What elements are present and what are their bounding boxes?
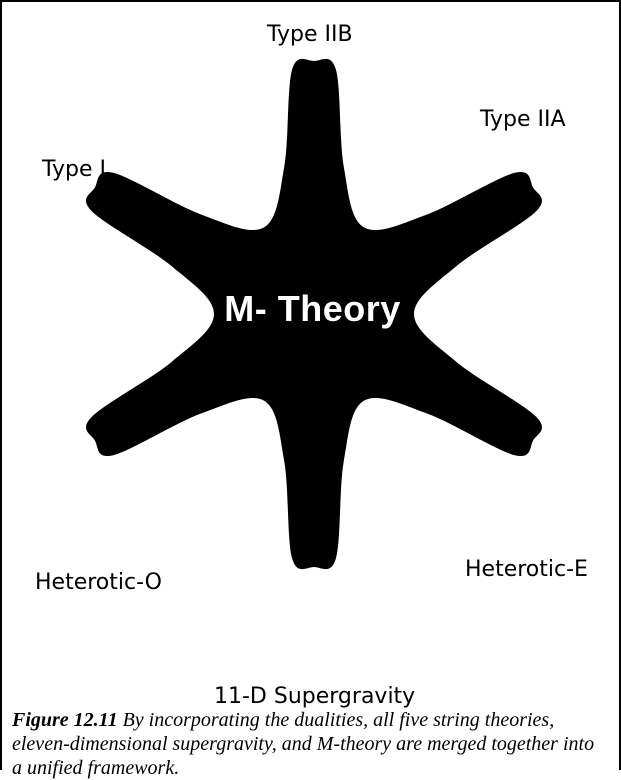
m-theory-label: M- Theory — [2, 288, 621, 330]
label-heterotic-e: Heterotic-E — [465, 557, 588, 582]
caption-figure-number: Figure 12.11 — [12, 709, 118, 731]
label-heterotic-o: Heterotic-O — [35, 570, 162, 595]
label-type-iia: Type IIA — [480, 107, 566, 132]
figure-caption: Figure 12.11 By incorporating the dualit… — [12, 708, 608, 780]
label-11d-supergravity: 11-D Supergravity — [214, 684, 415, 709]
label-type-i: Type I — [42, 157, 106, 182]
label-type-iib: Type IIB — [267, 22, 353, 47]
